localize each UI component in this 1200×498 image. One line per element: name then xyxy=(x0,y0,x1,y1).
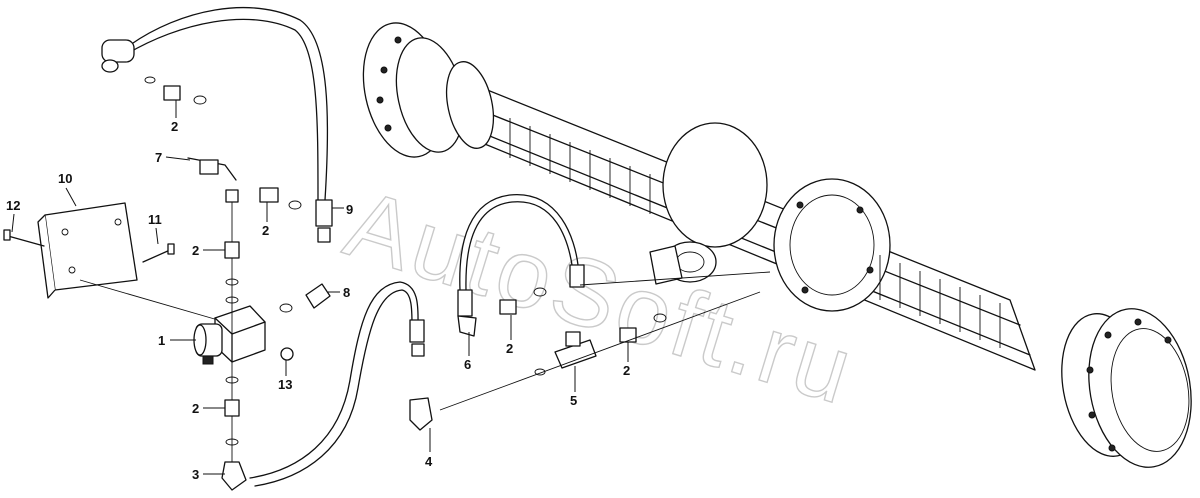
callout-8: 8 xyxy=(343,285,350,300)
fittings-valve-stack xyxy=(221,189,247,491)
callout-2e: 2 xyxy=(623,363,630,378)
callout-10: 10 xyxy=(58,171,72,186)
callout-2f: 2 xyxy=(192,401,199,416)
callout-3: 3 xyxy=(192,467,199,482)
fittings-axle-side xyxy=(499,287,667,343)
callout-5: 5 xyxy=(570,393,577,408)
bolt-11 xyxy=(142,243,175,263)
callout-4: 4 xyxy=(425,454,433,469)
callout-1: 1 xyxy=(158,333,165,348)
callout-2b: 2 xyxy=(192,243,199,258)
assembly-line xyxy=(79,279,219,321)
callout-6: 6 xyxy=(464,357,471,372)
callout-9: 9 xyxy=(346,202,353,217)
callout-labels: 1 2 2 2 2 2 2 3 4 5 6 7 8 9 10 11 12 13 xyxy=(6,119,630,482)
solenoid-valve xyxy=(193,305,294,365)
elbow-7 xyxy=(187,157,237,181)
hose-6 xyxy=(457,194,585,337)
callout-12: 12 xyxy=(6,198,20,213)
assembly-line-lower xyxy=(439,291,761,411)
elbow-8 xyxy=(279,283,331,313)
callout-2a: 2 xyxy=(171,119,178,134)
hose-upper xyxy=(101,6,333,243)
tee-5 xyxy=(534,331,597,376)
callout-13: 13 xyxy=(278,377,292,392)
callout-7: 7 xyxy=(155,150,162,165)
mounting-bracket xyxy=(37,202,138,299)
leader-lines xyxy=(11,100,629,475)
callout-2c: 2 xyxy=(262,223,269,238)
callout-11: 11 xyxy=(148,212,162,227)
assembly-line-flange xyxy=(579,271,771,286)
bolt-12 xyxy=(3,229,45,247)
axle-assembly xyxy=(362,22,1192,468)
fitting-2-upper-mid xyxy=(259,187,302,210)
callout-2d: 2 xyxy=(506,341,513,356)
hose-lower xyxy=(249,281,433,487)
